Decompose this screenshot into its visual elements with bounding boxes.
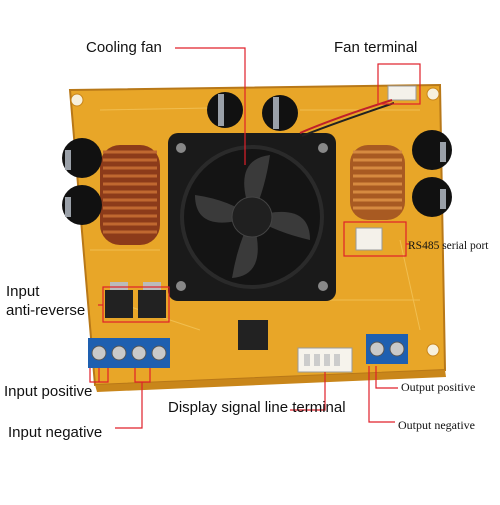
label-fan-terminal: Fan terminal [334,39,418,56]
input-terminal-block [88,338,170,368]
left-inductor [100,145,160,245]
mounting-hole [426,87,440,101]
label-input-positive: Input positive [4,383,93,400]
callout-lines [89,47,421,429]
label-output-negative: Output negative [398,418,475,432]
label-input-anti-reverse-line1: Input [6,283,40,300]
label-output-positive: Output positive [401,380,476,394]
fan-wires [299,99,393,134]
pcb-shadow-edge [95,370,446,392]
label-cooling-fan: Cooling fan [86,39,162,56]
cooling-fan-graphic [168,133,336,301]
label-input-anti-reverse-line2: anti-reverse [6,302,86,319]
rs485-connector [355,227,383,251]
controller-ic [238,320,268,350]
label-rs485-port: RS485 serial port [408,240,489,252]
label-input-negative: Input negative [8,424,103,441]
capacitor-stripes [65,94,446,217]
mounting-hole [70,93,84,107]
label-display-signal-line-terminal: Display signal line terminal [168,399,346,416]
right-inductor [350,145,405,220]
anti-reverse-mosfets [105,282,166,318]
mounting-hole [426,343,440,357]
fan-connector [387,85,417,101]
output-terminal-block [366,334,408,364]
